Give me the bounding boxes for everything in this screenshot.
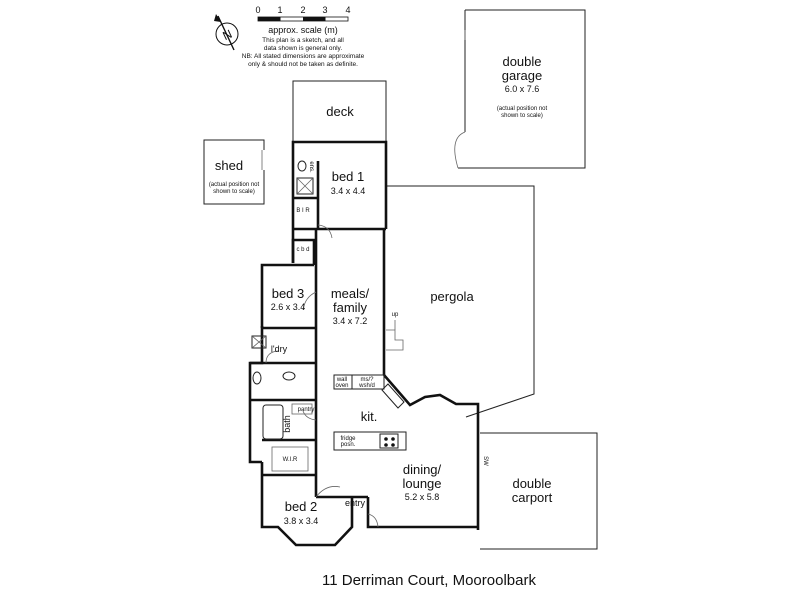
scale-label: approx. scale (m) bbox=[268, 25, 338, 35]
wall-oven-line-2: oven bbox=[335, 383, 348, 389]
scale-tick-2: 2 bbox=[300, 5, 305, 15]
deck: deck bbox=[292, 80, 387, 142]
shed-note-1: (actual position not bbox=[209, 182, 260, 188]
meals-name-2: family bbox=[333, 300, 367, 315]
scale-tick-1: 1 bbox=[277, 5, 282, 15]
shed-label: shed bbox=[215, 158, 243, 173]
steps-up-label: up bbox=[392, 312, 399, 318]
disclaimer-line-1: This plan is a sketch, and all bbox=[262, 37, 344, 44]
laundry-label: l'dry bbox=[271, 344, 288, 354]
meals-dims: 3.4 x 7.2 bbox=[333, 316, 368, 326]
ms-line-1: ms/? bbox=[360, 377, 374, 383]
pantry-label: pantry bbox=[298, 407, 315, 413]
doors bbox=[265, 224, 379, 528]
sw-label: SW bbox=[482, 456, 488, 466]
kitchen-label: kit. bbox=[361, 409, 378, 424]
fridge-line-2: posn. bbox=[341, 442, 356, 448]
wall-oven-line-1: wall bbox=[336, 377, 347, 383]
bed3-label: bed 3 bbox=[272, 286, 305, 301]
disclaimer-line-4: only & should not be taken as definite. bbox=[248, 61, 358, 68]
disclaimer-line-2: data shown is general only. bbox=[264, 45, 342, 52]
disclaimer-line-3: NB: All stated dimensions are approximat… bbox=[242, 53, 365, 60]
carport-name-1: double bbox=[512, 476, 551, 491]
garage-name-2: garage bbox=[502, 68, 542, 83]
meals-name-1: meals/ bbox=[331, 286, 370, 301]
bath-label: bath bbox=[282, 415, 292, 433]
entry-label: entry bbox=[345, 498, 366, 508]
pergola: pergola up bbox=[386, 185, 535, 418]
deck-label: deck bbox=[326, 104, 354, 119]
bed1-dims: 3.4 x 4.4 bbox=[331, 186, 366, 196]
pergola-label: pergola bbox=[430, 289, 474, 304]
shed: shed (actual position not shown to scale… bbox=[203, 139, 265, 205]
ensuite-label: ens. bbox=[308, 161, 314, 173]
carport-name-2: carport bbox=[512, 490, 553, 505]
bed2-dims: 3.8 x 3.4 bbox=[284, 516, 319, 526]
fridge-line-1: fridge bbox=[340, 436, 356, 442]
garage-dims: 6.0 x 7.6 bbox=[505, 84, 540, 94]
garage-name-1: double bbox=[502, 54, 541, 69]
scale-tick-4: 4 bbox=[345, 5, 350, 15]
scale-tick-3: 3 bbox=[322, 5, 327, 15]
north-compass-icon: N bbox=[214, 14, 239, 51]
fixtures bbox=[251, 160, 407, 472]
bed2-label: bed 2 bbox=[285, 499, 318, 514]
dining-name-2: lounge bbox=[402, 476, 441, 491]
shed-note-2: shown to scale) bbox=[213, 189, 255, 195]
wir-label: W.I.R bbox=[283, 457, 298, 463]
carport: double carport bbox=[480, 432, 598, 550]
room-labels: bed 1 3.4 x 4.4 ens. B I R c b d bed 3 2… bbox=[271, 161, 488, 526]
scale-tick-0: 0 bbox=[255, 5, 260, 15]
garage: double garage 6.0 x 7.6 (actual position… bbox=[454, 9, 586, 169]
garage-note-2: shown to scale) bbox=[501, 113, 543, 119]
dining-name-1: dining/ bbox=[403, 462, 442, 477]
interior-walls bbox=[250, 161, 386, 499]
linen-cupboard-label: c b d bbox=[296, 247, 309, 253]
garage-note-1: (actual position not bbox=[497, 106, 548, 112]
bir-label: B I R bbox=[296, 208, 310, 214]
bed1-label: bed 1 bbox=[332, 169, 365, 184]
property-address: 11 Derriman Court, Mooroolbark bbox=[322, 572, 536, 589]
ms-line-2: wsh/d bbox=[358, 383, 375, 389]
bed3-dims: 2.6 x 3.4 bbox=[271, 302, 306, 312]
dining-dims: 5.2 x 5.8 bbox=[405, 492, 440, 502]
scale-bar: 0 1 2 3 4 approx. scale (m) This plan is… bbox=[242, 5, 365, 68]
